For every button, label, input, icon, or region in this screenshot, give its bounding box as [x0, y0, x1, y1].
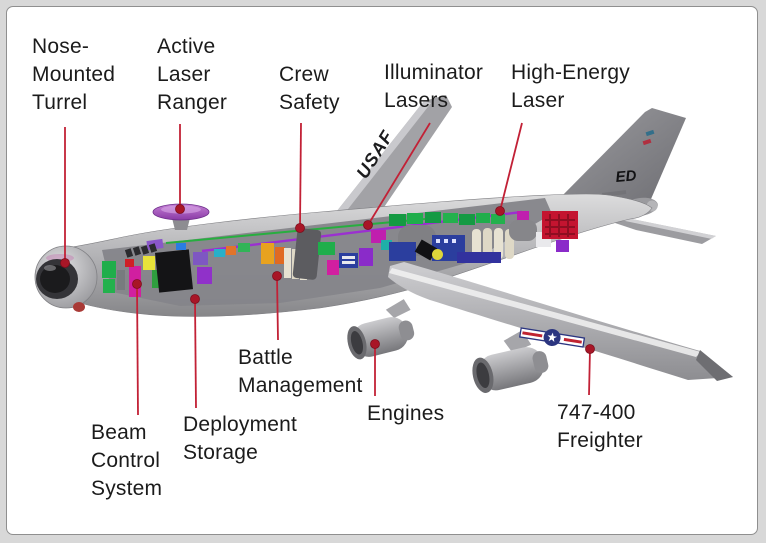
insignia-star [547, 332, 558, 343]
component-box [457, 252, 501, 263]
component-box [425, 212, 441, 223]
component-box [443, 213, 458, 223]
component-box [176, 243, 186, 250]
component-box [556, 240, 569, 252]
component-box [414, 239, 438, 261]
high-energy-laser-leader-dot [495, 206, 505, 216]
component-box [226, 246, 236, 255]
cutaway-components [102, 211, 578, 297]
deployment-storage-leader-dot [190, 294, 200, 304]
component-box [238, 243, 250, 252]
near-wing [388, 262, 733, 381]
crew-safety-leader [299, 122, 302, 229]
component-box [545, 219, 575, 221]
component-box [140, 245, 150, 255]
nose-mounted-turret-leader-dot [60, 258, 70, 268]
747-400-freighter-leader-dot [585, 344, 595, 354]
component-box [318, 242, 335, 255]
component-box [124, 248, 134, 258]
component-box [483, 228, 492, 259]
component-box [389, 242, 416, 261]
component-box [407, 213, 423, 224]
engines-leader-dot [370, 339, 380, 349]
fin-flag-mark-red [642, 138, 652, 146]
component-box [371, 230, 386, 243]
leader-lines [60, 122, 595, 416]
component-box [342, 261, 355, 264]
component-box [381, 240, 392, 250]
component-box [549, 214, 551, 237]
component-box [261, 243, 274, 264]
high-energy-laser-leader [499, 122, 523, 212]
component-box [117, 270, 125, 290]
component-box [389, 214, 406, 226]
component-box [339, 253, 358, 268]
component-box [545, 233, 575, 235]
fin-flag-mark-blue [645, 129, 655, 137]
component-box [102, 261, 116, 278]
stabilizer-highlight [611, 215, 716, 239]
battle-management-leader-dot [272, 271, 282, 281]
winglet [696, 350, 733, 381]
illuminator-lasers-leader-dot [363, 220, 373, 230]
component-box [148, 243, 158, 253]
component-box [432, 249, 443, 260]
component-box [558, 214, 560, 237]
component-box [132, 246, 142, 256]
engine-outboard [472, 330, 549, 393]
component-box [284, 248, 291, 278]
deployment-storage-leader [194, 298, 197, 409]
component-box [152, 270, 160, 288]
component-box [545, 226, 575, 228]
component-box [292, 228, 322, 280]
nose-antenna [73, 302, 85, 312]
component-box [342, 256, 355, 259]
component-box [476, 213, 490, 223]
component-box [327, 260, 339, 275]
component-box [125, 259, 134, 267]
component-box [452, 239, 456, 243]
beam-control-system-leader-dot [132, 279, 142, 289]
illuminator-lasers-leader [367, 122, 431, 226]
component-box [494, 228, 503, 259]
component-box [197, 267, 212, 284]
wing-leading-edge-highlight [389, 268, 701, 357]
component-box [491, 214, 505, 224]
tail-code: ED [615, 167, 637, 186]
us-insignia [519, 327, 586, 348]
engine-inboard [347, 299, 415, 360]
nose-turret [34, 245, 98, 312]
component-box [143, 256, 155, 270]
component-box [459, 214, 475, 225]
component-box [214, 249, 225, 257]
component-box [359, 248, 373, 266]
battle-management-leader [276, 275, 279, 341]
747-400-freighter-leader [588, 348, 591, 396]
component-box [567, 214, 569, 237]
component-box [444, 239, 448, 243]
component-box [103, 279, 115, 293]
component-box [509, 220, 537, 241]
engine-pylon [385, 299, 411, 319]
crew-safety-leader-dot [295, 223, 305, 233]
component-box [155, 249, 193, 293]
active-laser-ranger-leader-dot [175, 204, 185, 214]
component-box [275, 247, 285, 264]
component-box [436, 239, 440, 243]
component-box [193, 252, 208, 265]
beam-control-system-leader [136, 283, 139, 416]
